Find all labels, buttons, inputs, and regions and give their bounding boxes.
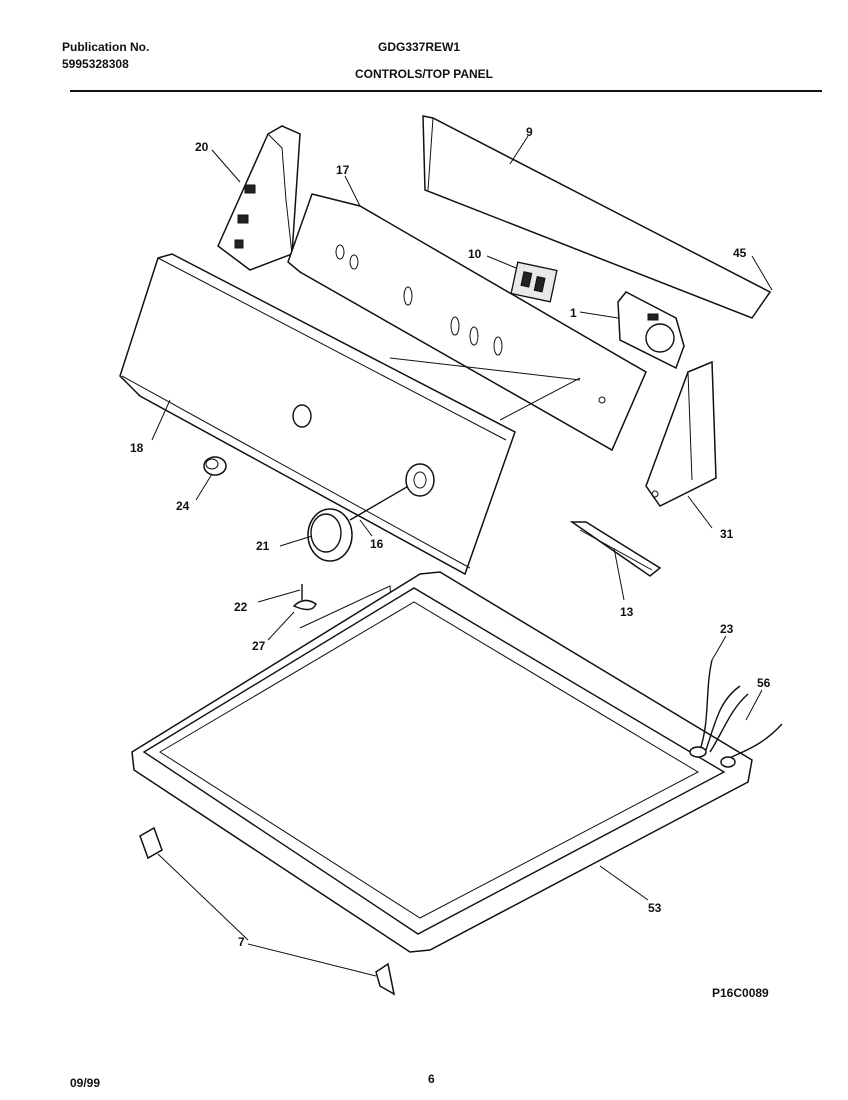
part-7-hinge-front (139, 826, 163, 860)
model-number: GDG337REW1 (378, 40, 461, 54)
callout-21: 21 (256, 539, 270, 553)
part-10-selector-switch (510, 261, 558, 303)
part-21-knob (307, 483, 413, 562)
part-23-wire-harness (689, 659, 749, 758)
part-31-end-cap (645, 360, 717, 507)
callout-24: 24 (176, 499, 190, 513)
header-rule (70, 90, 822, 92)
callout-20: 20 (195, 140, 209, 154)
part-20-control-board (217, 125, 301, 271)
part-7-hinge-rear (375, 962, 396, 996)
callout-45: 45 (733, 246, 747, 260)
callout-16: 16 (370, 537, 384, 551)
part-9-rear-plate (422, 115, 772, 319)
callout-10: 10 (468, 247, 482, 261)
part-13-bracket (569, 521, 662, 577)
publication-label: Publication No. (62, 40, 150, 54)
part-16-shaft-housing (405, 463, 435, 497)
footer-date: 09/99 (70, 1076, 101, 1090)
callout-9: 9 (526, 125, 533, 139)
callout-17: 17 (336, 163, 350, 177)
drawing-code: P16C0089 (712, 986, 769, 1000)
publication-number: 5995328308 (62, 57, 129, 71)
page-number: 6 (428, 1072, 435, 1086)
callout-7: 7 (238, 935, 245, 949)
part-56-fitting (720, 723, 783, 768)
callout-1: 1 (570, 306, 577, 320)
callout-23: 23 (720, 622, 734, 636)
leader-lines (151, 135, 773, 977)
callout-53: 53 (648, 901, 662, 915)
callout-31: 31 (720, 527, 734, 541)
callout-13: 13 (620, 605, 634, 619)
part-53-top-panel (131, 571, 753, 953)
callout-22: 22 (234, 600, 248, 614)
part-24-lens (203, 456, 227, 476)
callout-27: 27 (252, 639, 266, 653)
callout-56: 56 (757, 676, 771, 690)
callout-18: 18 (130, 441, 144, 455)
part-1-timer (617, 291, 685, 370)
part-17-control-panel-plate (287, 193, 647, 452)
section-title: CONTROLS/TOP PANEL (355, 67, 494, 81)
